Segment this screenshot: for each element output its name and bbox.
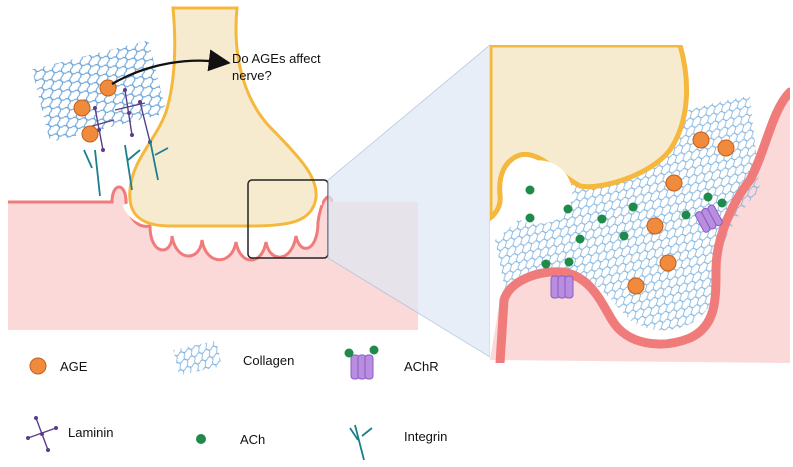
laminin-overview [84,88,152,152]
zoom-collagen-mesh [495,96,760,331]
legend-collagen: Collagen [173,340,294,376]
nerve-terminal [128,6,318,228]
zoom-achr [550,204,723,299]
zoom-ach [525,185,727,269]
zoom-muscle-membrane [495,87,790,363]
legend-ach-label: ACh [240,432,265,447]
legend-achr: AChR [344,345,439,380]
legend-integrin-label: Integrin [404,429,447,444]
zoom-panel [490,45,790,363]
question-arrow [111,49,231,85]
overview-panel: Do AGEs affect nerve? [8,6,418,330]
legend-integrin: Integrin [349,424,447,461]
question-line-2: nerve? [232,68,272,83]
integrin-overview [83,139,169,197]
legend-collagen-label: Collagen [243,353,294,368]
question-line-1: Do AGEs affect [232,51,321,66]
legend-age-label: AGE [60,359,88,374]
legend-laminin-label: Laminin [68,425,114,440]
legend-age: AGE [29,357,88,375]
zoom-nerve-terminal [490,45,689,222]
zoom-age [627,131,735,295]
legend-laminin [26,416,58,452]
legend-achr-label: AChR [404,359,439,374]
legend: AGE Collagen AChR Laminin ACh [26,340,447,461]
age-overview [73,79,117,143]
muscle-membrane [8,185,334,262]
collagen-mesh-overview [31,40,167,143]
legend-ach: ACh [196,432,265,447]
